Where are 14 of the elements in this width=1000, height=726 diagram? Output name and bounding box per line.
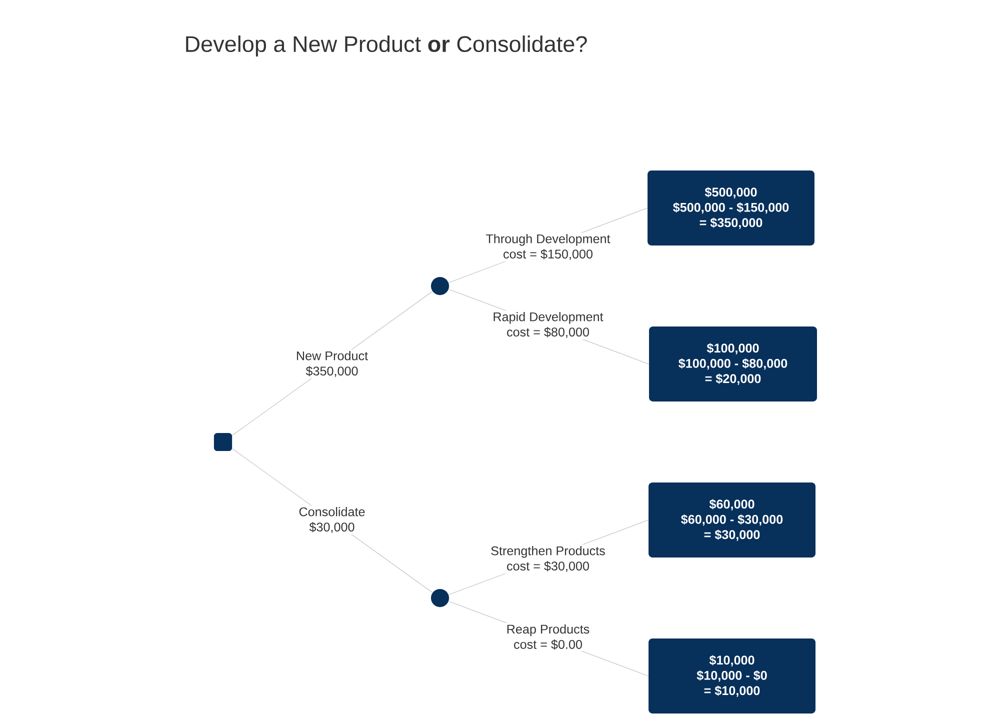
edge-label: Strengthen Products cost = $30,000 [489, 544, 607, 574]
outcome-box: $100,000 $100,000 - $80,000 = $20,000 [649, 326, 817, 402]
edge-label: Through Development cost = $150,000 [484, 232, 612, 262]
outcome-box: $10,000 $10,000 - $0 = $10,000 [648, 638, 816, 714]
edge-label: Rapid Development cost = $80,000 [491, 310, 605, 340]
edge-label: New Product $350,000 [294, 350, 370, 378]
edge-label: Consolidate $30,000 [297, 506, 367, 534]
decision-node [214, 432, 232, 452]
chance-node [430, 276, 450, 296]
edge-label: Reap Products cost = $0.00 [505, 623, 591, 651]
chance-node [430, 588, 450, 608]
outcome-box: $500,000 $500,000 - $150,000 = $350,000 [648, 170, 814, 246]
title: Develop a New Product or Consolidate? [186, 36, 587, 57]
outcome-box: $60,000 $60,000 - $30,000 = $30,000 [648, 482, 816, 558]
